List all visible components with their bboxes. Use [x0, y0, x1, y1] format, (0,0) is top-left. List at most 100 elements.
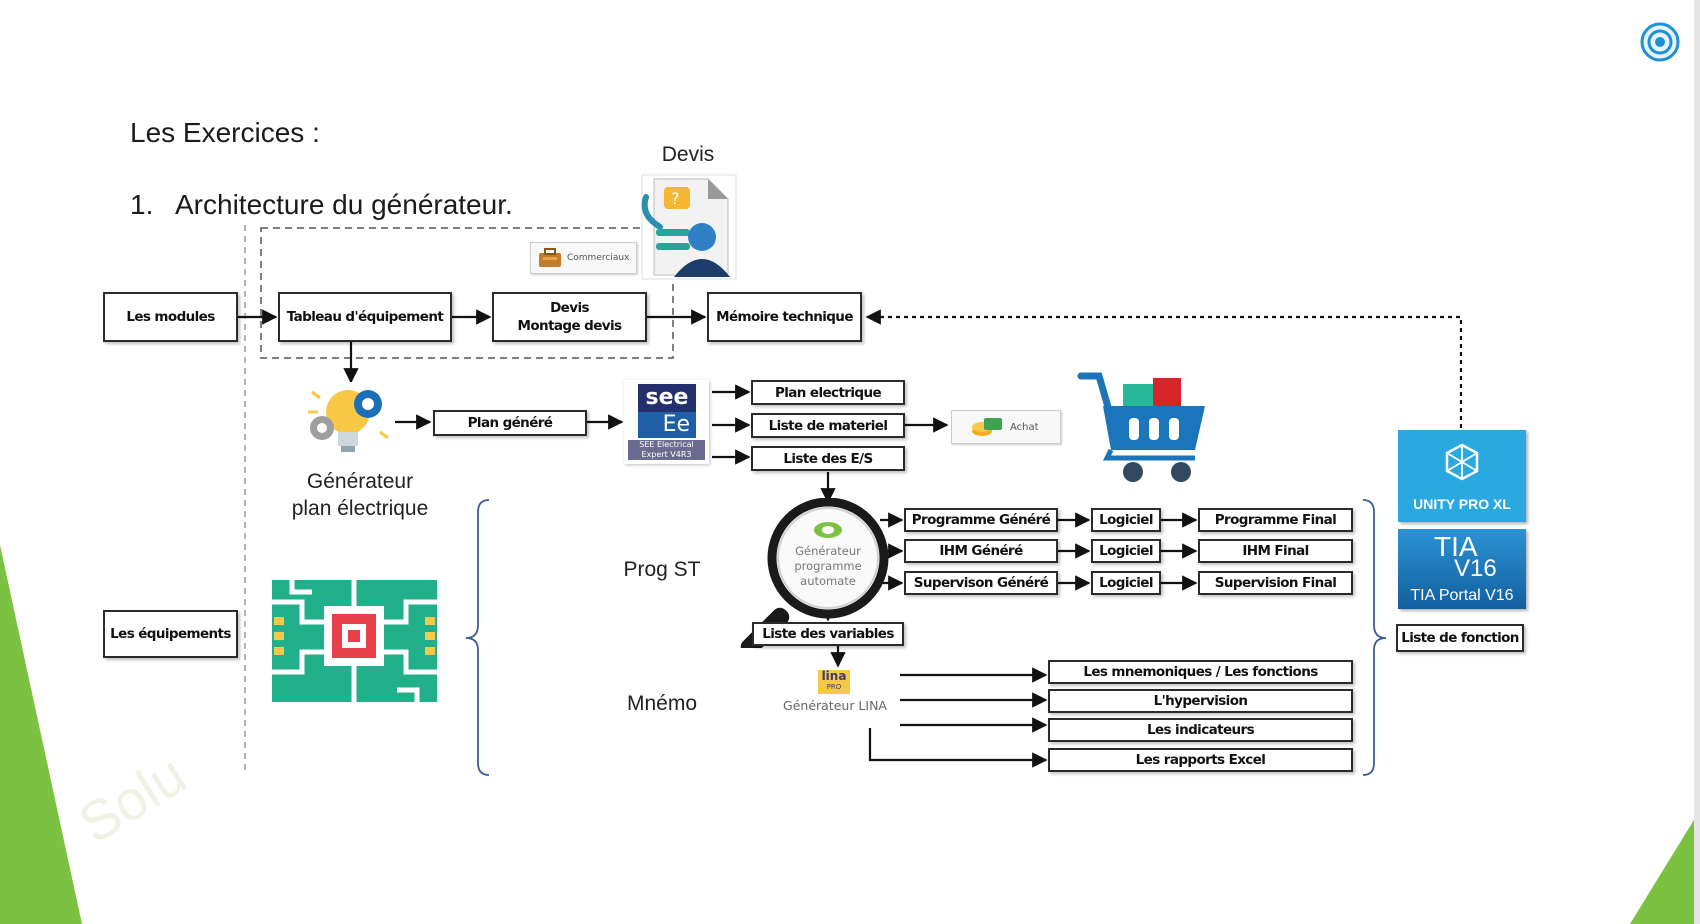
see-electrical-logo: see Ee SEE Electrical Expert V4R3 — [624, 380, 709, 464]
lina-logo: lina PRO — [818, 670, 850, 694]
box-label: Programme Généré — [911, 512, 1051, 528]
devis-label: Devis — [661, 143, 715, 166]
box-indicateurs[interactable]: Les indicateurs — [1048, 718, 1353, 742]
slide-edge — [1694, 0, 1700, 924]
box-label: Liste de materiel — [768, 417, 888, 434]
box-programme-final[interactable]: Programme Final — [1198, 508, 1353, 532]
green-corner-right — [1630, 810, 1700, 924]
box-liste-materiel[interactable]: Liste de materiel — [751, 413, 905, 438]
label-line1: Générateur — [795, 544, 861, 558]
box-liste-variables[interactable]: Liste des variables — [752, 622, 904, 646]
box-label: Tableau d'équipement — [286, 309, 444, 325]
box-label: Les modules — [126, 309, 215, 325]
watermark: Solu — [68, 742, 196, 855]
box-label: IHM Généré — [939, 543, 1023, 559]
circuit-chip-icon — [272, 562, 437, 722]
unity-pro-xl-logo: UNITY PRO XL — [1398, 430, 1526, 522]
box-rapports-excel[interactable]: Les rapports Excel — [1048, 748, 1353, 772]
box-programme-genere[interactable]: Programme Généré — [904, 508, 1058, 532]
left-brace — [465, 499, 490, 776]
box-label: Logiciel — [1099, 575, 1153, 591]
label-line2: programme — [794, 559, 862, 573]
achat-label: Achat — [1010, 421, 1039, 433]
arrow-lina-rapports — [868, 728, 1048, 768]
box-label: Liste de fonction — [1401, 630, 1519, 646]
box-plan-electrique[interactable]: Plan electrique — [751, 380, 905, 405]
cube-icon — [1445, 443, 1479, 481]
box-supervision-genere[interactable]: Supervison Généré — [904, 571, 1058, 595]
box-label: L'hypervision — [1153, 693, 1248, 709]
generator-lina-label: Générateur LINA — [783, 698, 887, 713]
box-label: Programme Final — [1214, 512, 1337, 528]
label-line1: Générateur — [306, 470, 414, 493]
target-circle-icon[interactable] — [1640, 22, 1680, 62]
briefcase-icon — [539, 248, 561, 267]
box-label: Plan généré — [467, 415, 553, 431]
see-caption: SEE Electrical Expert V4R3 — [628, 440, 705, 460]
lightbulb-gear-icon — [304, 382, 394, 469]
box-label: Supervison Généré — [913, 575, 1049, 591]
box-logiciel-1[interactable]: Logiciel — [1091, 508, 1161, 532]
tia-portal-logo: TIA V16 TIA Portal V16 — [1398, 529, 1526, 609]
box-mnemoniques[interactable]: Les mnemoniques / Les fonctions — [1048, 660, 1353, 684]
box-liste-fonction[interactable]: Liste de fonction — [1396, 624, 1524, 652]
lina-logo-text: lina — [821, 669, 847, 683]
svg-text:?: ? — [671, 189, 680, 208]
box-supervision-final[interactable]: Supervision Final — [1198, 571, 1353, 595]
box-label: Logiciel — [1099, 512, 1153, 528]
slide-heading: Les Exercices : — [130, 117, 320, 148]
box-label-line1: Devis — [550, 300, 589, 316]
lina-logo-sub: PRO — [826, 683, 842, 691]
tia-logo-text: TIA — [1434, 531, 1478, 562]
prog-st-label: Prog ST — [623, 558, 701, 581]
commerciaux-label: Commerciaux — [567, 253, 630, 263]
box-label: Les équipements — [110, 626, 231, 642]
box-label: Mémoire technique — [716, 309, 853, 325]
see-logo-text: see — [638, 384, 696, 412]
box-logiciel-2[interactable]: Logiciel — [1091, 539, 1161, 563]
box-hypervision[interactable]: L'hypervision — [1048, 689, 1353, 713]
commerciaux-tag: Commerciaux — [530, 242, 637, 274]
box-label: Les indicateurs — [1146, 722, 1255, 738]
box-label: Les mnemoniques / Les fonctions — [1083, 664, 1318, 680]
box-label: Liste des E/S — [783, 450, 873, 467]
call-center-document-icon: ? — [640, 173, 738, 286]
box-label: Liste des variables — [762, 626, 894, 642]
achat-tag: Achat — [951, 410, 1061, 444]
tia-caption: TIA Portal V16 — [1410, 587, 1514, 604]
box-label: Les rapports Excel — [1135, 752, 1266, 768]
box-tableau-equipement[interactable]: Tableau d'équipement — [278, 292, 452, 342]
box-label: Plan electrique — [774, 384, 882, 401]
box-memoire-technique[interactable]: Mémoire technique — [707, 292, 862, 342]
money-icon — [972, 418, 1002, 436]
shopping-cart-icon — [1077, 368, 1207, 495]
generator-plan-label: Générateur plan électrique — [270, 468, 450, 522]
label-line3: automate — [800, 574, 856, 588]
arrow-feedback-memoire — [865, 309, 1463, 428]
box-label-line2: Montage devis — [517, 318, 622, 334]
unity-label: UNITY PRO XL — [1413, 496, 1511, 512]
list-item-text: Architecture du générateur. — [175, 189, 513, 220]
box-liste-es[interactable]: Liste des E/S — [751, 446, 905, 471]
ee-logo-text: Ee — [638, 412, 696, 438]
green-corner-left — [0, 545, 82, 924]
right-brace — [1362, 499, 1387, 776]
box-devis-montage[interactable]: Devis Montage devis — [492, 292, 647, 342]
tia-version-text: V16 — [1454, 555, 1497, 582]
box-plan-genere[interactable]: Plan généré — [433, 410, 587, 436]
label-line2: plan électrique — [291, 497, 429, 520]
generator-programme-label: Générateur programme automate — [778, 544, 878, 589]
box-ihm-genere[interactable]: IHM Généré — [904, 539, 1058, 563]
box-logiciel-3[interactable]: Logiciel — [1091, 571, 1161, 595]
mnemo-label: Mnémo — [626, 692, 698, 715]
box-label: Supervision Final — [1214, 575, 1337, 591]
dashed-group-devis — [260, 227, 674, 359]
box-les-modules[interactable]: Les modules — [103, 292, 238, 342]
box-label: Logiciel — [1099, 543, 1153, 559]
box-ihm-final[interactable]: IHM Final — [1198, 539, 1353, 563]
list-item-number: 1. — [130, 189, 154, 220]
box-les-equipements[interactable]: Les équipements — [103, 610, 238, 658]
box-label: IHM Final — [1242, 543, 1309, 559]
